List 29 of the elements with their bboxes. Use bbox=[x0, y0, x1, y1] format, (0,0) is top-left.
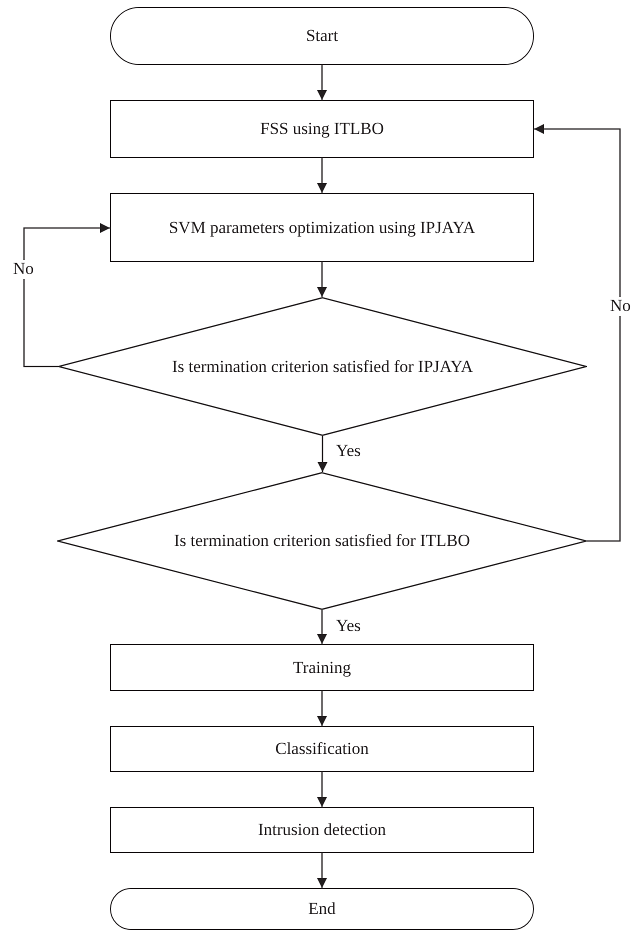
process-box bbox=[110, 807, 534, 853]
process-box bbox=[110, 193, 534, 262]
process-box bbox=[110, 644, 534, 691]
node-label: SVM parameters optimization using IPJAYA bbox=[168, 216, 476, 239]
node-label: Is termination criterion satisfied for IPJAYA bbox=[172, 356, 474, 378]
node-label: Classification bbox=[275, 738, 369, 760]
node-label: Start bbox=[306, 25, 338, 48]
arrow bbox=[534, 124, 621, 542]
node-label: End bbox=[308, 898, 336, 920]
arrow bbox=[317, 691, 327, 726]
node-label: FSS using ITLBO bbox=[260, 118, 384, 140]
arrow bbox=[317, 772, 327, 807]
arrow bbox=[317, 853, 327, 888]
arrow bbox=[317, 158, 327, 193]
node-label: Is termination criterion satisfied for ITLBO bbox=[174, 530, 470, 552]
arrow bbox=[317, 65, 327, 100]
terminal-box bbox=[110, 888, 534, 930]
arrow bbox=[317, 610, 327, 644]
edge-label: No bbox=[610, 297, 631, 316]
node-label: Intrusion detection bbox=[258, 819, 386, 842]
node-label: Training bbox=[293, 656, 351, 679]
arrow bbox=[317, 262, 327, 297]
process-box bbox=[110, 100, 534, 158]
arrow bbox=[23, 223, 110, 368]
process-box bbox=[110, 726, 534, 772]
edge-label: No bbox=[13, 260, 34, 279]
decision-diamond bbox=[57, 472, 587, 610]
decision-diamond bbox=[58, 297, 587, 436]
arrow bbox=[318, 436, 328, 472]
